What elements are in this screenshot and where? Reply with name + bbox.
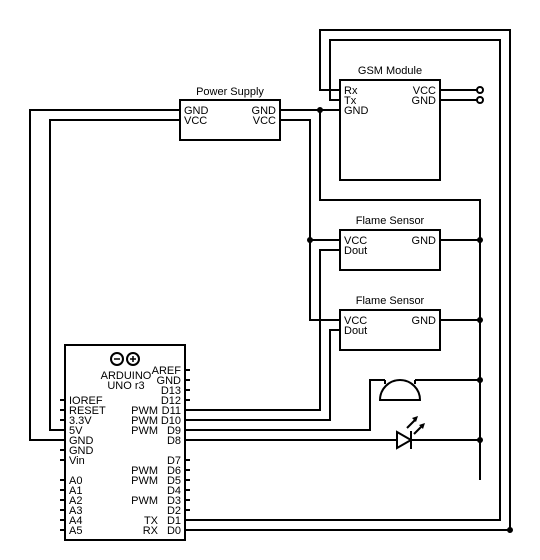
- flame-sensor-pin: Dout: [344, 245, 367, 257]
- flame-sensor-pin: VCC: [344, 315, 367, 327]
- power-supply-title: Power Supply: [196, 86, 264, 98]
- terminal-vcc: [476, 86, 484, 94]
- arduino-pin-left: 5V: [69, 425, 83, 437]
- wire-sensor1-dout-d11: [185, 249, 340, 411]
- junctions: [307, 107, 513, 533]
- junction-dot: [477, 237, 483, 243]
- wire-d1-gsm-tx: [185, 39, 501, 521]
- flame-sensor-1: Flame Sensor VCC Dout GND: [339, 215, 441, 271]
- wire-d0-gsm-rx: [185, 29, 511, 531]
- arduino-pin-left: RESET: [69, 405, 106, 417]
- serial-label: TX: [144, 515, 159, 527]
- arduino-pin-left: A1: [69, 485, 82, 497]
- flame-sensor-pin: GND: [412, 235, 437, 247]
- arduino-pin-left: A2: [69, 495, 82, 507]
- arduino-pin-right: D8: [167, 435, 181, 447]
- arduino-pin-right: D2: [167, 505, 181, 517]
- arduino-model: UNO r3: [107, 380, 144, 392]
- flame-sensor-title: Flame Sensor: [356, 215, 425, 227]
- flame-sensor-pin: VCC: [344, 235, 367, 247]
- wire-sensor2-dout-d10: [185, 329, 340, 421]
- arduino-pin-right: D10: [161, 415, 181, 427]
- arduino-uno: ARDUINO UNO r3 IOREF RESET 3.3V 5V GND G…: [60, 344, 190, 541]
- wires: [29, 29, 511, 531]
- wire-gnd-rail: [319, 110, 481, 480]
- ps-pin-left: VCC: [184, 115, 207, 127]
- power-supply-box: [179, 99, 281, 141]
- wire-ps-gnd-arduino: [29, 109, 180, 441]
- arduino-pin-right: D6: [167, 465, 181, 477]
- arduino-pin-left: A0: [69, 475, 82, 487]
- arduino-pin-left: 3.3V: [69, 415, 92, 427]
- flame-sensor-2: Flame Sensor VCC Dout GND: [339, 295, 441, 351]
- arduino-pin-left: IOREF: [69, 395, 103, 407]
- arduino-pin-right: D13: [161, 385, 181, 397]
- junction-dot: [477, 437, 483, 443]
- arduino-board: [64, 344, 186, 541]
- arduino-pin-right: AREF: [152, 365, 182, 377]
- wire-ps-vcc-sensors: [280, 119, 340, 321]
- gsm-module-title: GSM Module: [358, 65, 422, 77]
- ps-pin-right: GND: [252, 105, 277, 117]
- pwm-label: PWM: [131, 475, 158, 487]
- arduino-pin-right: D3: [167, 495, 181, 507]
- arduino-pin-left: GND: [69, 445, 94, 457]
- arduino-pin-right: D5: [167, 475, 181, 487]
- pwm-label: PWM: [131, 495, 158, 507]
- arduino-left-pin-stubs: [60, 399, 65, 531]
- arduino-right-pin-stubs: [185, 369, 190, 511]
- arduino-pin-right: D1: [167, 515, 181, 527]
- arduino-name: ARDUINO: [101, 370, 152, 382]
- arduino-pin-left: GND: [69, 435, 94, 447]
- arduino-pin-left: A5: [69, 525, 82, 537]
- arduino-pin-left: A3: [69, 505, 82, 517]
- led-icon: [396, 416, 425, 450]
- junction-dot: [507, 527, 513, 533]
- gsm-pin-right: GND: [412, 95, 437, 107]
- gsm-module-box: [339, 79, 441, 181]
- arduino-pin-right: D4: [167, 485, 181, 497]
- junction-dot: [317, 107, 323, 113]
- arduino-pin-left: A4: [69, 515, 82, 527]
- gsm-pin-left: Rx: [344, 85, 358, 97]
- junction-dot: [307, 237, 313, 243]
- pwm-label: PWM: [131, 425, 158, 437]
- serial-label: RX: [143, 525, 159, 537]
- pwm-label: PWM: [131, 415, 158, 427]
- junction-dot: [477, 317, 483, 323]
- pwm-label: PWM: [131, 465, 158, 477]
- gsm-pin-left: Tx: [344, 95, 357, 107]
- flame-sensor-pin: Dout: [344, 325, 367, 337]
- ps-pin-left: GND: [184, 105, 209, 117]
- arduino-pin-right: D9: [167, 425, 181, 437]
- arduino-pin-left: Vin: [69, 455, 85, 467]
- flame-sensor-box: [339, 229, 441, 271]
- terminal-gnd: [476, 96, 484, 104]
- arduino-pin-right: GND: [157, 375, 182, 387]
- buzzer-icon: [378, 379, 422, 401]
- flame-sensor-pin: GND: [412, 315, 437, 327]
- wire-ps-vcc-arduino: [49, 119, 180, 431]
- wire-buzzer-d9: [185, 379, 385, 431]
- gsm-pin-right: VCC: [413, 85, 436, 97]
- flame-sensor-box: [339, 309, 441, 351]
- arduino-pin-right: D0: [167, 525, 181, 537]
- arduino-pin-right: D7: [167, 455, 181, 467]
- ps-pin-right: VCC: [253, 115, 276, 127]
- junction-dot: [477, 377, 483, 383]
- pwm-label: PWM: [131, 405, 158, 417]
- flame-sensor-title: Flame Sensor: [356, 295, 425, 307]
- arduino-logo-icon: [110, 352, 140, 366]
- arduino-pin-right: D11: [162, 405, 181, 417]
- gsm-pin-left: GND: [344, 105, 369, 117]
- arduino-pin-right: D12: [161, 395, 181, 407]
- power-supply: Power Supply GND VCC GND VCC: [179, 86, 281, 141]
- gsm-module: GSM Module Rx Tx GND VCC GND: [339, 65, 441, 181]
